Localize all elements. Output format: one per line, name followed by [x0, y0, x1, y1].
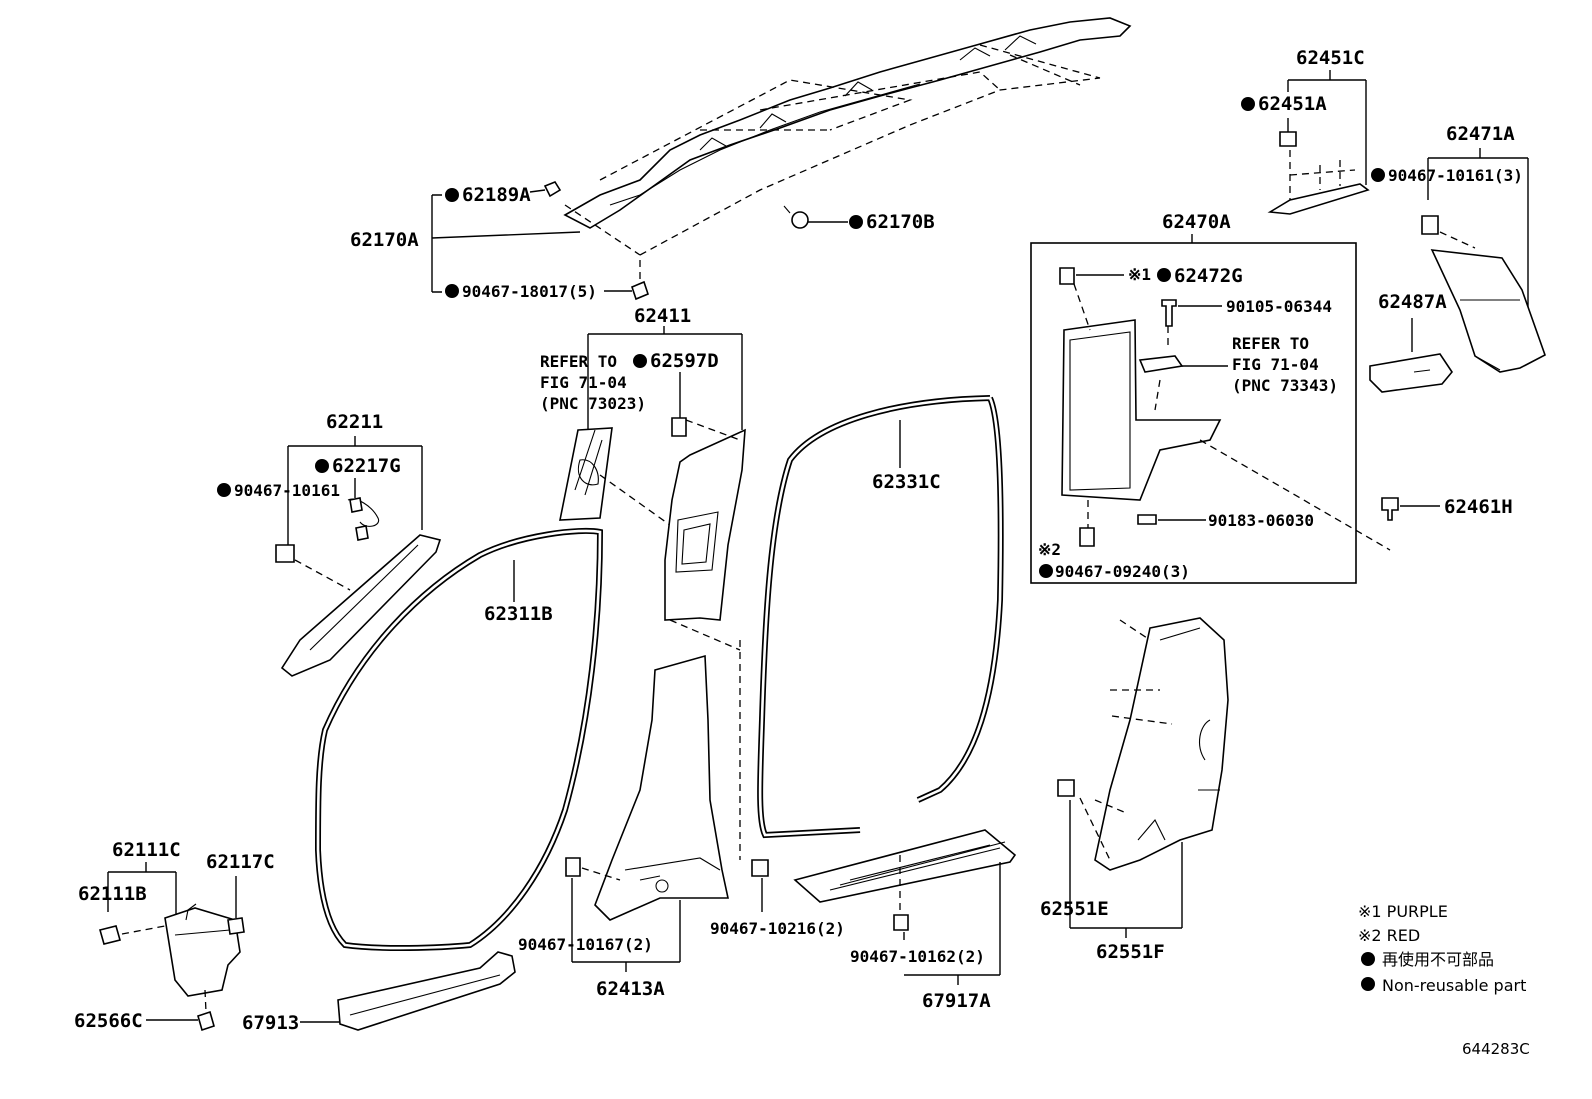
- callout-62451C-group: 62451C 62451A: [1241, 47, 1370, 215]
- callout-62170B: 62170B: [866, 211, 935, 233]
- callout-62111B: 62111B: [78, 883, 147, 905]
- nonreuse-dot: [633, 354, 647, 368]
- front-door-weatherstrip: [314, 527, 604, 952]
- refer-fig-label-1: FIG 71-04: [540, 373, 627, 392]
- callout-67913-group: 67913: [242, 1012, 340, 1034]
- callout-62470A: 62470A: [1162, 211, 1231, 233]
- callout-62331C: 62331C: [872, 471, 941, 493]
- nonreuse-dot: [445, 188, 459, 202]
- callout-62411: 62411: [634, 305, 691, 327]
- callout-62413A-group: 90467-10167(2) 62413A: [518, 878, 681, 1000]
- note2-marker: ※2: [1038, 540, 1061, 559]
- callout-62551E: 62551E: [1040, 898, 1109, 920]
- note1-marker: ※1: [1128, 265, 1151, 284]
- legend-dot-jp: [1361, 952, 1375, 966]
- callout-90467-10167: 90467-10167(2): [518, 935, 653, 954]
- callout-67917A: 67917A: [922, 990, 991, 1012]
- callout-90467-10161: 90467-10161: [234, 481, 340, 500]
- callout-62472G: 62472G: [1174, 265, 1243, 287]
- legend-nonreuse-jp: 再使用不可部品: [1382, 950, 1494, 969]
- callout-62597D: 62597D: [650, 350, 719, 372]
- callout-62117C: 62117C: [206, 851, 275, 873]
- legend-note2: ※2 RED: [1358, 926, 1420, 945]
- nonreuse-dot: [1241, 97, 1255, 111]
- callout-62551F: 62551F: [1096, 941, 1165, 963]
- detail-box-62470A: [1030, 242, 1357, 584]
- callout-62189A: 62189A: [462, 184, 531, 206]
- rear-door-weatherstrip: [757, 395, 1004, 839]
- rear-quarter-lower-trim: [1057, 617, 1229, 871]
- callout-67913: 67913: [242, 1012, 299, 1034]
- callout-62471A-group: 62471A 90467-10161(3): [1371, 123, 1546, 373]
- callout-90467-10161-3: 90467-10161(3): [1388, 166, 1523, 185]
- callout-90467-09240: 90467-09240(3): [1055, 562, 1190, 581]
- callout-62487A: 62487A: [1378, 291, 1447, 313]
- callout-90467-10162: 90467-10162(2): [850, 947, 985, 966]
- callout-62470A-group: 62470A ※1 62472G 90105-06344 REFER TO FI…: [1030, 211, 1391, 584]
- refer-to-label-2: REFER TO: [1232, 334, 1309, 353]
- callout-62471A: 62471A: [1446, 123, 1515, 145]
- callout-62311B-group: 62311B: [484, 560, 553, 625]
- center-pillar-upper-trim: [559, 417, 746, 651]
- center-pillar-lower-trim: [565, 654, 729, 921]
- callout-62331C-group: 62331C: [872, 420, 941, 493]
- legend-dot-en: [1361, 977, 1375, 991]
- callout-62461H-group: 62461H: [1381, 496, 1513, 521]
- callout-90105-06344: 90105-06344: [1226, 297, 1332, 316]
- refer-pnc-label-1: (PNC 73023): [540, 394, 646, 413]
- nonreuse-dot: [1371, 168, 1385, 182]
- callout-90467-10216-group: 90467-10216(2): [710, 640, 845, 938]
- cowl-side-trim: [99, 903, 245, 1032]
- callout-62211-group: 62211 62217G 90467-10161: [217, 411, 423, 545]
- legend-nonreuse-en: Non-reusable part: [1382, 976, 1526, 995]
- callout-62451A: 62451A: [1258, 93, 1327, 115]
- callout-90183-06030: 90183-06030: [1208, 511, 1314, 530]
- callout-62170A-group: 62170A 62189A 90467-18017(5) 62170B: [350, 184, 935, 301]
- callout-62461H: 62461H: [1444, 496, 1513, 518]
- nonreuse-dot: [1039, 564, 1053, 578]
- refer-to-label-1: REFER TO: [540, 352, 617, 371]
- nonreuse-dot: [217, 483, 231, 497]
- nonreuse-dot: [315, 459, 329, 473]
- rear-scuff-plate: [793, 829, 1017, 931]
- figure-id: 644283C: [1462, 1040, 1530, 1058]
- callout-62111C-group: 62111C 62111B 62117C 62566C: [74, 839, 275, 1032]
- front-scuff-plate: [337, 951, 516, 1031]
- callout-62487A-group: 62487A: [1369, 291, 1453, 393]
- callout-62170A: 62170A: [350, 229, 419, 251]
- callout-62551EF-group: 62551E 62551F: [1040, 800, 1183, 963]
- callout-62413A: 62413A: [596, 978, 665, 1000]
- callout-67917A-group: 90467-10162(2) 67917A: [850, 862, 1001, 1012]
- callout-62311B: 62311B: [484, 603, 553, 625]
- legend-note1: ※1 PURPLE: [1358, 902, 1448, 921]
- legend: ※1 PURPLE ※2 RED 再使用不可部品 Non-reusable pa…: [1358, 902, 1526, 995]
- callout-62566C: 62566C: [74, 1010, 143, 1032]
- front-pillar-garnish: [275, 497, 442, 677]
- nonreuse-dot: [445, 284, 459, 298]
- callout-62211: 62211: [326, 411, 383, 433]
- roof-rail-assembly: [543, 17, 1132, 301]
- callout-90467-18017: 90467-18017(5): [462, 282, 597, 301]
- refer-fig-label-2: FIG 71-04: [1232, 355, 1319, 374]
- callout-62411-group: 62411 REFER TO FIG 71-04 (PNC 73023) 625…: [540, 305, 743, 430]
- callout-90467-10216: 90467-10216(2): [710, 919, 845, 938]
- callout-62451C: 62451C: [1296, 47, 1365, 69]
- callout-62111C: 62111C: [112, 839, 181, 861]
- nonreuse-dot: [1157, 268, 1171, 282]
- refer-pnc-label-2: (PNC 73343): [1232, 376, 1338, 395]
- callout-62217G: 62217G: [332, 455, 401, 477]
- nonreuse-dot: [849, 215, 863, 229]
